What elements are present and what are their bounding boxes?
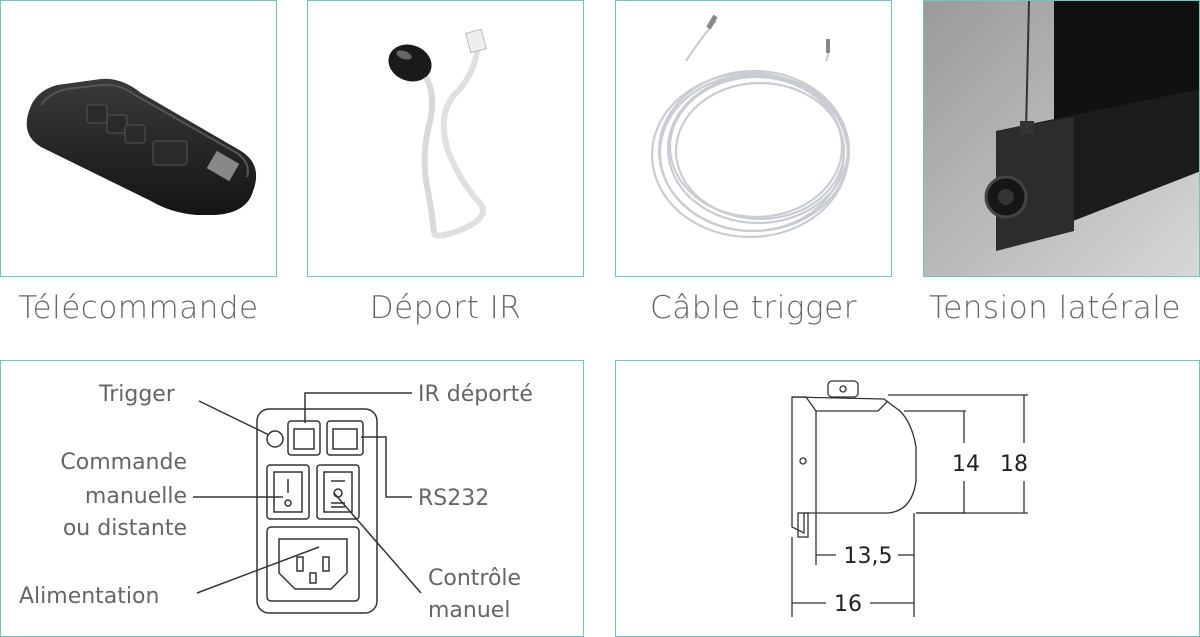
ir-port-icon [287, 420, 321, 456]
dim-inner-width: 13,5 [844, 544, 893, 569]
side-tension-image [924, 1, 1199, 276]
ir-sensor-cable-image [388, 28, 487, 239]
caption-tension-laterale: Tension latérale [929, 290, 1181, 326]
connector-panel-diagram: Trigger IR déporté Commande manuelle ou … [19, 382, 533, 623]
caption-cable-trigger: Câble trigger [650, 290, 857, 326]
side-tension-photo-frame [923, 0, 1200, 277]
label-controle-1: Contrôle [428, 566, 521, 591]
power-socket-icon [266, 526, 360, 602]
caption-deport-ir: Déport IR [369, 290, 522, 326]
label-rs232: RS232 [418, 486, 489, 511]
ir-remote-photo-frame [307, 0, 584, 277]
remote-photo-frame [0, 0, 277, 277]
label-controle-2: manuel [428, 598, 510, 623]
remote-control-image [26, 78, 257, 216]
dimension-drawing-frame: 14 18 13,5 16 [615, 360, 1200, 637]
label-trigger: Trigger [98, 382, 176, 407]
manual-switch-icon [266, 464, 310, 520]
dimension-drawing: 14 18 13,5 16 [791, 380, 1028, 617]
caption-telecommande: Télécommande [18, 290, 259, 326]
label-commande-2: manuelle [85, 484, 187, 509]
rs232-port-icon [326, 420, 364, 456]
label-alimentation: Alimentation [19, 584, 159, 609]
dim-outer-width: 16 [834, 592, 862, 617]
label-ir-deporte: IR déporté [418, 382, 533, 407]
trigger-cable-image [650, 14, 851, 239]
dim-outer-height: 18 [1000, 452, 1028, 477]
manual-control-switch-icon [316, 464, 360, 520]
trigger-port-icon [266, 430, 284, 448]
trigger-cable-photo-frame [615, 0, 892, 277]
label-commande-3: ou distante [63, 516, 187, 541]
dim-inner-height: 14 [952, 452, 980, 477]
label-commande-1: Commande [60, 450, 187, 475]
connector-panel-frame: Trigger IR déporté Commande manuelle ou … [0, 360, 584, 637]
